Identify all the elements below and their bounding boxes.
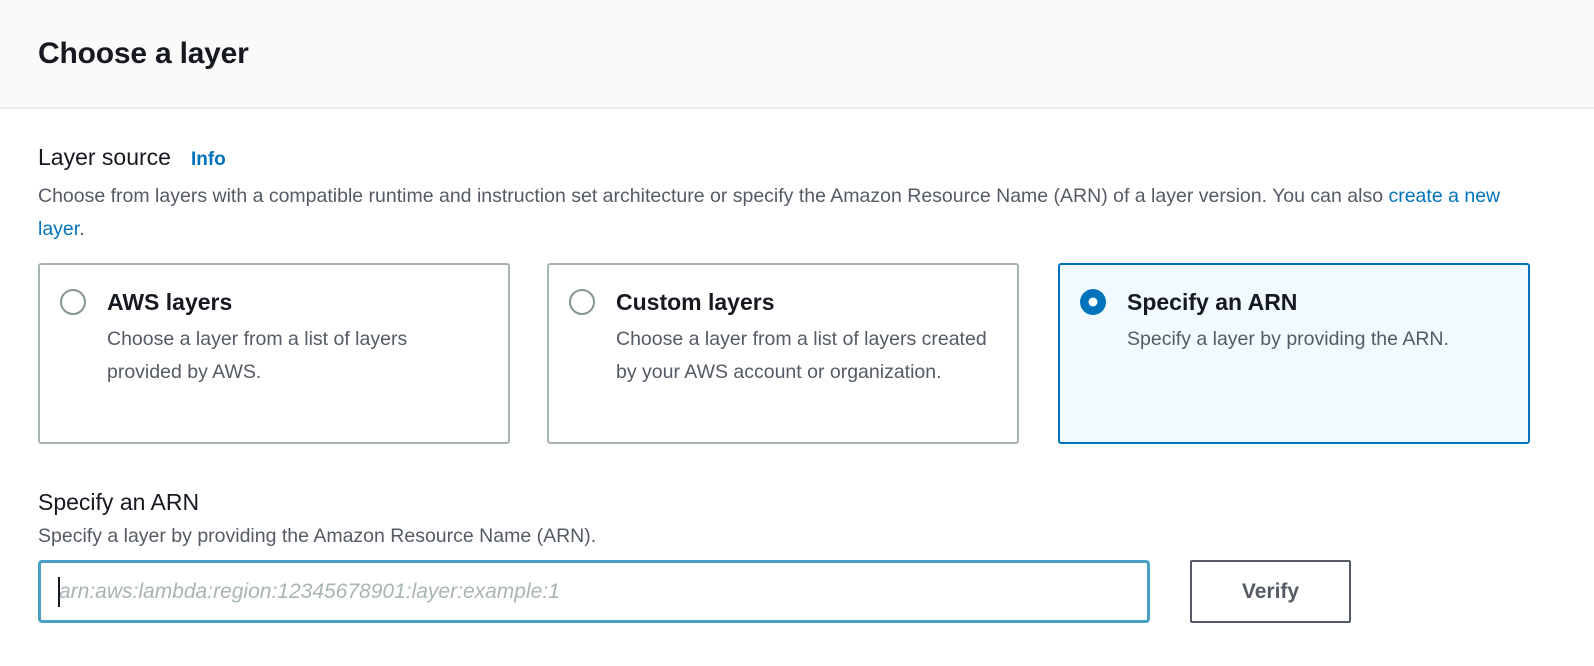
specify-arn-section: Specify an ARN Specify a layer by provid… [38, 489, 1556, 623]
description-period: . [79, 218, 85, 240]
card-aws-layers-title: AWS layers [107, 289, 233, 315]
create-new-layer-link[interactable]: create a new layer [38, 185, 1501, 240]
card-custom-layers-description: Choose a layer from a list of layers cre… [616, 328, 987, 383]
card-specify-arn-title: Specify an ARN [1127, 289, 1298, 315]
layer-source-description: Choose from layers with a compatible run… [38, 180, 1510, 246]
card-aws-layers-description: Choose a layer from a list of layers pro… [107, 328, 408, 383]
verify-button[interactable]: Verify [1190, 560, 1351, 623]
info-link[interactable]: Info [190, 149, 226, 170]
layer-source-options: AWS layers Choose a layer from a list of… [38, 263, 1556, 444]
card-aws-layers[interactable]: AWS layers Choose a layer from a list of… [38, 263, 510, 444]
arn-input[interactable] [38, 560, 1150, 623]
radio-selected-dot [1088, 297, 1098, 307]
radio-specify-arn[interactable] [1080, 289, 1106, 315]
radio-aws-layers[interactable] [60, 289, 86, 315]
layer-source-description-text: Choose from layers with a compatible run… [38, 185, 1389, 207]
arn-input-wrapper [38, 560, 1150, 623]
card-specify-arn-description: Specify a layer by providing the ARN. [1127, 328, 1449, 350]
text-cursor [58, 577, 60, 607]
arn-input-row: Verify [38, 560, 1556, 623]
specify-arn-description: Specify a layer by providing the Amazon … [38, 525, 597, 547]
card-custom-layers-title: Custom layers [616, 289, 775, 315]
layer-source-label-row: Layer source Info [38, 144, 1556, 171]
card-specify-arn[interactable]: Specify an ARN Specify a layer by provid… [1058, 263, 1530, 444]
specify-arn-heading: Specify an ARN [38, 489, 200, 515]
layer-source-label: Layer source [38, 144, 171, 170]
radio-custom-layers[interactable] [569, 289, 595, 315]
card-custom-layers[interactable]: Custom layers Choose a layer from a list… [547, 263, 1019, 444]
page-title: Choose a layer [38, 36, 249, 70]
panel-header: Choose a layer [0, 0, 1594, 109]
panel-body: Layer source Info Choose from layers wit… [0, 109, 1594, 623]
